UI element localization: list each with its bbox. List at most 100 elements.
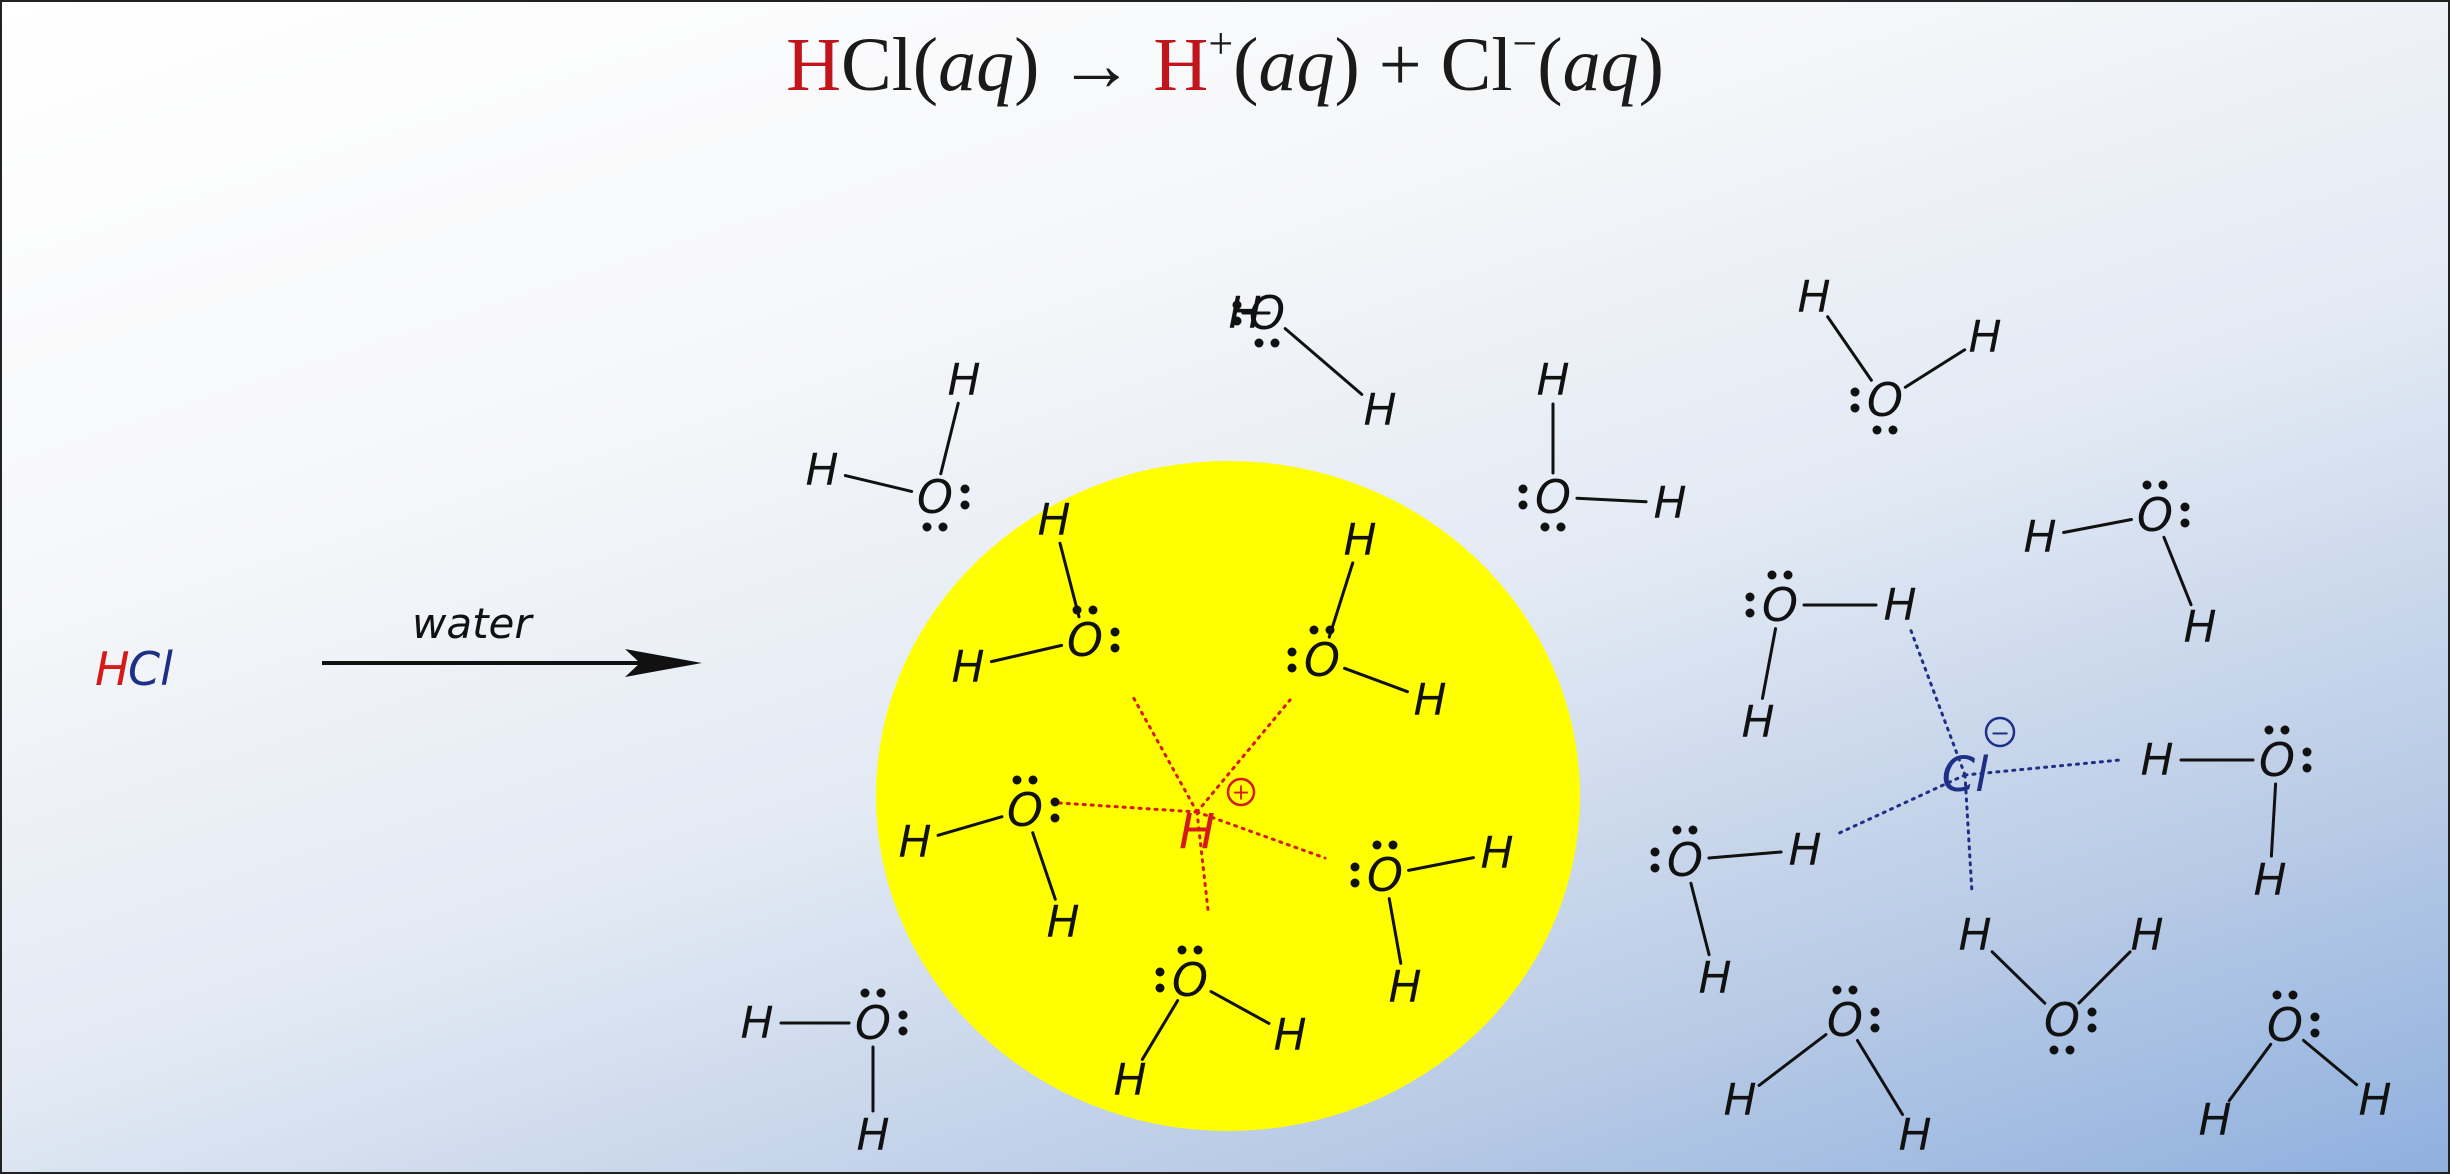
- o-h-bond: [1387, 897, 1403, 965]
- hydrogen-atom-label: H: [740, 998, 773, 1049]
- o-h-bond: [1707, 850, 1783, 860]
- equation-state-2: (aq): [1233, 23, 1360, 107]
- lone-pair: [1672, 825, 1698, 835]
- oxygen-atom-label: O: [855, 996, 891, 1050]
- o-h-bond: [2062, 518, 2133, 534]
- lone-pair: [1540, 522, 1566, 532]
- proton-interaction-line: [1058, 801, 1199, 814]
- lone-pair-electron: [1254, 338, 1264, 348]
- equation-state-1: (aq): [912, 23, 1040, 107]
- lone-pair-electron: [1110, 643, 1120, 653]
- lone-pair-electron: [2302, 763, 2312, 773]
- proton-interaction-line: [1195, 810, 1210, 912]
- o-h-bond: [989, 643, 1064, 664]
- water-molecule: HHO: [1650, 825, 1822, 1004]
- water-molecule: HHO: [1723, 985, 1932, 1161]
- o-h-bond: [1140, 999, 1180, 1061]
- chloride-ion-charge: −: [1990, 719, 2010, 747]
- oxygen-atom-label: O: [1762, 578, 1798, 632]
- lone-pair-electron: [2310, 1028, 2320, 1038]
- hydrogen-atom-label: H: [1037, 495, 1070, 546]
- oxygen-atom-label: O: [1367, 848, 1403, 902]
- lone-pair-electron: [1388, 840, 1398, 850]
- chloride-interaction-line: [1963, 773, 1974, 895]
- hydrogen-ion: H +: [1179, 777, 1256, 860]
- lone-pair-electron: [1232, 300, 1242, 310]
- oxygen-atom-label: O: [1007, 783, 1043, 837]
- water-molecule: HHO: [740, 988, 908, 1161]
- hydrogen-atom-label: H: [947, 355, 980, 406]
- water-molecule: HHO: [1228, 286, 1396, 436]
- lone-pair-electron: [1072, 605, 1082, 615]
- hydrogen-atom-label: H: [2358, 1075, 2391, 1126]
- hydrogen-atom-label: H: [1343, 515, 1376, 566]
- lone-pair-electron: [2272, 990, 2282, 1000]
- oxygen-atom-label: O: [1067, 613, 1103, 667]
- lone-pair: [2302, 747, 2312, 773]
- lone-pair-electron: [876, 988, 886, 998]
- lone-pair: [2142, 480, 2168, 490]
- oxygen-atom-label: O: [1535, 470, 1571, 524]
- reactant-h-label: H: [95, 642, 130, 696]
- o-h-bond: [1760, 627, 1778, 700]
- lone-pair-electron: [922, 522, 932, 532]
- hydrogen-atom-label: H: [1363, 385, 1396, 436]
- lone-pair-electron: [898, 1010, 908, 1020]
- lone-pair-electron: [1745, 592, 1755, 602]
- lone-pair: [860, 988, 886, 998]
- lone-pair: [1110, 627, 1120, 653]
- hydrogen-atom-label: H: [1958, 910, 1991, 961]
- arrow-head: [625, 649, 702, 677]
- lone-pair-electron: [2142, 480, 2152, 490]
- lone-pair-electron: [1050, 813, 1060, 823]
- water-molecule: HHO: [1797, 272, 2002, 435]
- lone-pair: [1309, 625, 1335, 635]
- lone-pair-electron: [1050, 797, 1060, 807]
- lone-pair-electron: [898, 1026, 908, 1036]
- proton-interaction-line: [1195, 698, 1292, 814]
- lone-pair: [898, 1010, 908, 1036]
- proton-interaction-line: [1195, 810, 1327, 860]
- chloride-ion-symbol: Cl: [1942, 747, 1990, 803]
- lone-pair: [960, 484, 970, 510]
- lone-pair: [1832, 985, 1858, 995]
- lone-pair-electron: [2310, 1012, 2320, 1022]
- oxygen-atom-label: O: [1304, 633, 1340, 687]
- lone-pair: [1372, 840, 1398, 850]
- hydrogen-atom-label: H: [898, 817, 931, 868]
- oxygen-atom-label: O: [1667, 833, 1703, 887]
- hydrogen-atom-label: H: [1698, 953, 1731, 1004]
- chloride-interaction-line: [1908, 626, 1967, 777]
- lone-pair: [1177, 945, 1203, 955]
- water-molecule: H H O: [1287, 515, 1447, 726]
- oxygen-atom-label: O: [2044, 993, 2080, 1047]
- lone-pair-electron: [938, 522, 948, 532]
- hydrogen-atom-label: H: [2253, 855, 2286, 906]
- hydrogen-atom-label: H: [1480, 828, 1513, 879]
- oxygen-atom-label: O: [1867, 373, 1903, 427]
- lone-pair: [2264, 725, 2290, 735]
- lone-pair-electron: [1309, 625, 1319, 635]
- water-molecule: HHO: [2140, 725, 2312, 906]
- hydrogen-atom-label: H: [2130, 910, 2163, 961]
- oxygen-atom-label: O: [1827, 993, 1863, 1047]
- lone-pair-electron: [1287, 647, 1297, 657]
- lone-pair-electron: [1650, 863, 1660, 873]
- lone-pair-electron: [1232, 316, 1242, 326]
- equation-reactant-h: H: [786, 23, 841, 107]
- dissociation-equation: HCl(aq) → H+(aq) + Cl−(aq): [0, 22, 2450, 109]
- lone-pair: [2087, 1007, 2097, 1033]
- water-molecule: HHO: [898, 775, 1080, 948]
- lone-pair-electron: [1270, 338, 1280, 348]
- lone-pair-electron: [1870, 1007, 1880, 1017]
- hydrogen-atom-label: H: [1413, 675, 1446, 726]
- o-h-bond: [2077, 950, 2132, 1005]
- lone-pair-electron: [1888, 425, 1898, 435]
- lone-pair-electron: [1688, 825, 1698, 835]
- lone-pair-electron: [2087, 1023, 2097, 1033]
- equation-h-charge: +: [1208, 19, 1234, 68]
- lone-pair-electron: [1872, 425, 1882, 435]
